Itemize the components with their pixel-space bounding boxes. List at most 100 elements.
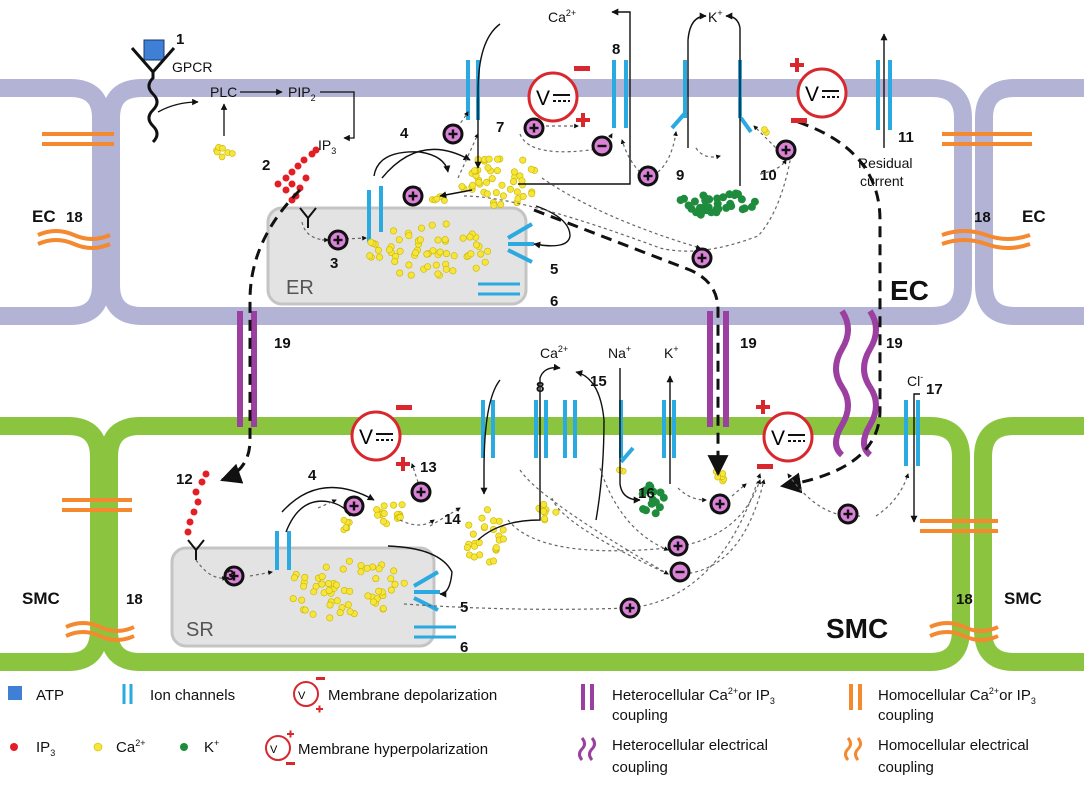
calcium-ion <box>380 509 388 517</box>
calcium-ion <box>432 261 440 269</box>
ca-label-smc: Ca2+ <box>540 344 568 361</box>
legend-hyperpolarization: Membrane hyperpolarization <box>298 741 488 758</box>
calcium-ion <box>489 517 497 525</box>
calcium-ion <box>477 250 485 258</box>
flux-arrows <box>281 8 920 598</box>
calcium-ion <box>332 581 340 589</box>
ip3-molecule <box>198 478 206 486</box>
calcium-ion <box>478 514 486 522</box>
calcium-ion <box>442 265 450 273</box>
calcium-ion <box>396 269 404 277</box>
svg-text:8: 8 <box>612 41 620 58</box>
positive-charge-marker <box>442 123 464 145</box>
ip3-receptor-ec <box>299 207 317 228</box>
svg-text:10: 10 <box>760 167 777 184</box>
svg-text:4: 4 <box>400 125 409 142</box>
calcium-ion <box>433 195 441 203</box>
svg-text:V: V <box>270 744 278 756</box>
calcium-ion <box>492 544 500 552</box>
calcium-ion <box>398 501 406 509</box>
svg-text:18: 18 <box>66 209 83 226</box>
calcium-ion <box>497 200 505 208</box>
positive-charge-marker <box>691 247 713 269</box>
calcium-ion <box>466 233 474 241</box>
positive-charge-marker <box>637 165 659 187</box>
positive-charge-marker <box>410 481 432 503</box>
voltage-hyperpolarization-smc: V <box>756 400 814 469</box>
calcium-ion <box>325 586 333 594</box>
calcium-ion <box>528 190 536 198</box>
calcium-ion <box>318 573 326 581</box>
calcium-ion <box>345 557 353 565</box>
legend-k: K+ <box>204 738 219 756</box>
calcium-ion <box>499 526 507 534</box>
calcium-ion <box>481 523 489 531</box>
potassium-ion <box>713 194 722 203</box>
gpcr-to-plc-arrow <box>157 98 199 113</box>
calcium-ion <box>412 249 420 257</box>
calcium-ion <box>540 500 548 508</box>
calcium-ion <box>375 587 383 595</box>
calcium-ion <box>492 189 500 197</box>
potassium-ion <box>704 203 713 212</box>
regulation-dotted-arrows <box>195 111 910 610</box>
legend-hetero-electrical-icon <box>578 737 596 761</box>
homocellular-electrical-smc <box>65 621 999 642</box>
ip3-molecule <box>294 162 302 170</box>
potassium-ion <box>701 196 710 205</box>
legend-ip3: IP3 <box>36 739 55 758</box>
legend-ca: Ca2+ <box>116 738 145 756</box>
calcium-ion <box>417 224 425 232</box>
potassium-ion <box>690 197 699 206</box>
calcium-ion <box>375 253 383 261</box>
calcium-ion <box>513 188 521 196</box>
calcium-ion <box>472 241 480 249</box>
calcium-ion <box>364 592 372 600</box>
calcium-ion <box>469 530 477 538</box>
potassium-ion <box>638 489 647 498</box>
calcium-ion <box>322 563 330 571</box>
calcium-ion <box>339 565 347 573</box>
legend-ca-icon <box>93 742 103 752</box>
calcium-ion <box>481 258 489 266</box>
calcium-ion <box>374 511 382 519</box>
legend-depolarization-icon: V <box>293 677 325 713</box>
calcium-ion <box>289 595 297 603</box>
svg-text:V: V <box>536 87 550 110</box>
calcium-ion <box>463 544 471 552</box>
calcium-ion <box>389 227 397 235</box>
svg-text:3: 3 <box>226 567 234 584</box>
svg-text:19: 19 <box>740 335 757 352</box>
svg-text:7: 7 <box>496 119 504 136</box>
calcium-ion <box>405 232 413 240</box>
calcium-ion <box>424 263 432 271</box>
smc-cell-label: SMC <box>826 613 888 644</box>
calcium-ion <box>485 155 493 163</box>
calcium-ion <box>405 261 413 269</box>
charge-markers <box>223 117 859 619</box>
calcium-ion <box>527 165 535 173</box>
ip3-molecule <box>192 488 200 496</box>
positive-charge-marker <box>775 139 797 161</box>
calcium-ion <box>390 567 398 575</box>
potassium-ion <box>639 505 648 514</box>
legend-atp: ATP <box>36 687 64 704</box>
calcium-ion <box>484 164 492 172</box>
calcium-ion <box>333 597 341 605</box>
calcium-ion <box>344 601 352 609</box>
svg-text:8: 8 <box>536 379 544 396</box>
voltage-depolarization-smc: V <box>350 405 412 471</box>
calcium-ion <box>475 539 483 547</box>
na-label-smc: Na+ <box>608 344 631 361</box>
calcium-ion <box>552 508 560 516</box>
calcium-ion <box>300 582 308 590</box>
potassium-ion <box>659 493 668 502</box>
legend-hetero-ca-line2: coupling <box>612 707 668 724</box>
svg-text:16: 16 <box>638 485 655 502</box>
calcium-ion <box>416 236 424 244</box>
calcium-ion <box>471 167 479 175</box>
calcium-ion <box>719 470 727 477</box>
calcium-ion <box>483 190 491 198</box>
calcium-ion <box>436 248 444 256</box>
